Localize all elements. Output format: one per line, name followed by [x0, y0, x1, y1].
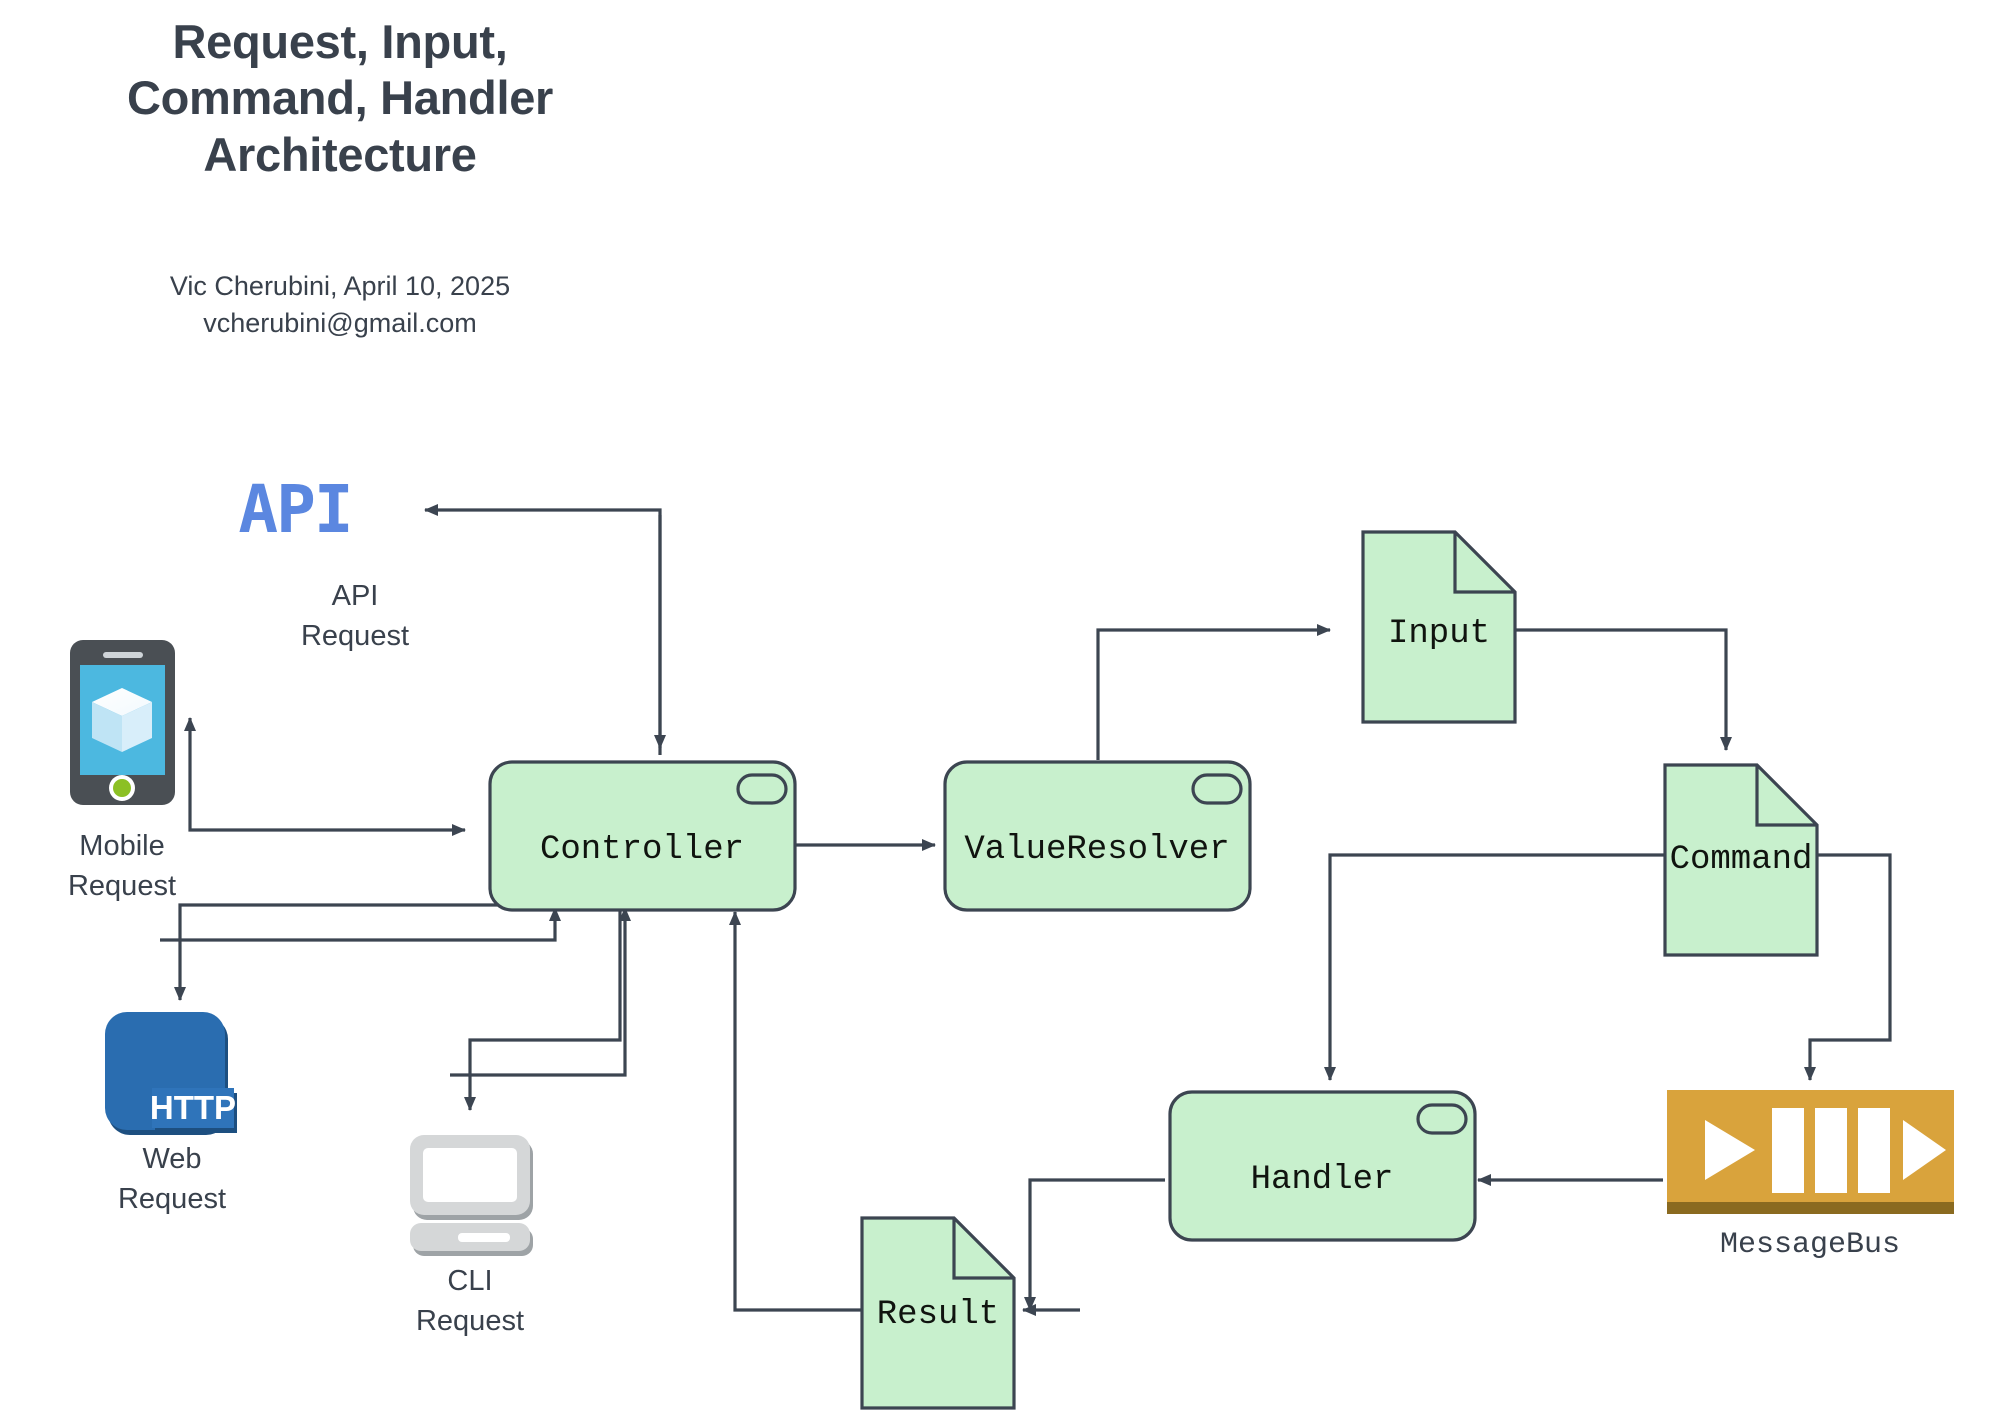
web-caption-line-2: Request: [118, 1183, 226, 1215]
component-tab-icon: [1191, 773, 1243, 805]
edge-controller-to-cli: [464, 905, 622, 1111]
node-messagebus-label: MessageBus: [1720, 1228, 1900, 1262]
node-result-label: Result: [877, 1296, 999, 1334]
edge-result-to-controller: [729, 911, 865, 1312]
cli-terminal-icon: [410, 1135, 533, 1256]
edge-layer: [160, 504, 1892, 1316]
edge-controller-to-web: [174, 903, 555, 1001]
edge-web-to-controller: [160, 907, 561, 942]
cli-caption-line-1: CLI: [447, 1265, 492, 1297]
mobile-caption-line-2: Request: [68, 870, 176, 902]
component-tab-icon: [1416, 1103, 1468, 1135]
node-valueresolver-label: ValueResolver: [964, 831, 1229, 869]
edge-input-to-command: [1516, 628, 1732, 751]
node-command-label: Command: [1670, 841, 1813, 879]
edge-cli-to-controller: [450, 907, 631, 1077]
mobile-phone-icon: [70, 640, 175, 805]
byline: Vic Cherubini, April 10, 2025 vcherubini…: [60, 268, 620, 343]
mobile-caption-line-1: Mobile: [79, 830, 164, 862]
edge-controller-to-mobile: [184, 717, 325, 832]
edge-controller-to-api: [424, 504, 662, 755]
node-handler-label: Handler: [1251, 1161, 1394, 1199]
node-input[interactable]: Input: [1361, 530, 1517, 724]
node-controller[interactable]: Controller: [488, 760, 797, 912]
http-badge-label: HTTP: [150, 1089, 236, 1126]
api-logo-glyph: API: [238, 471, 351, 548]
author-line: Vic Cherubini, April 10, 2025: [169, 271, 511, 301]
title-line-2: Command, Handler: [126, 71, 554, 125]
page-title: Request, Input, Command, Handler Archite…: [60, 14, 620, 183]
cli-caption-line-2: Request: [416, 1305, 524, 1337]
document-fold-icon: [1453, 532, 1515, 594]
node-input-label: Input: [1388, 615, 1490, 653]
api-caption-line-1: API: [332, 580, 379, 612]
node-messagebus[interactable]: [1667, 1090, 1954, 1214]
document-fold-icon: [952, 1218, 1014, 1280]
edge-handler-to-result-link: [1024, 1178, 1165, 1311]
api-logo-icon: API: [238, 471, 353, 548]
http-web-icon: HTTP: [105, 1012, 237, 1135]
document-fold-icon: [1755, 765, 1817, 827]
email-line: vcherubini@gmail.com: [203, 308, 477, 339]
play-triangle-left-icon: [1705, 1120, 1755, 1180]
node-handler[interactable]: Handler: [1168, 1090, 1477, 1242]
web-caption-line-1: Web: [142, 1143, 201, 1175]
play-triangle-right-icon: [1903, 1120, 1946, 1180]
node-result[interactable]: Result: [860, 1216, 1016, 1410]
node-valueresolver[interactable]: ValueResolver: [943, 760, 1252, 912]
node-controller-label: Controller: [540, 831, 744, 869]
edge-valueresolver-to-input: [1096, 624, 1331, 760]
node-command[interactable]: Command: [1663, 763, 1819, 957]
api-caption-line-2: Request: [301, 620, 409, 652]
edge-command-to-handler: [1324, 853, 1665, 1081]
title-line-1: Request, Input,: [172, 15, 508, 68]
edge-command-to-messagebus: [1804, 853, 1892, 1081]
title-line-3: Architecture: [203, 127, 477, 181]
component-tab-icon: [736, 773, 788, 805]
